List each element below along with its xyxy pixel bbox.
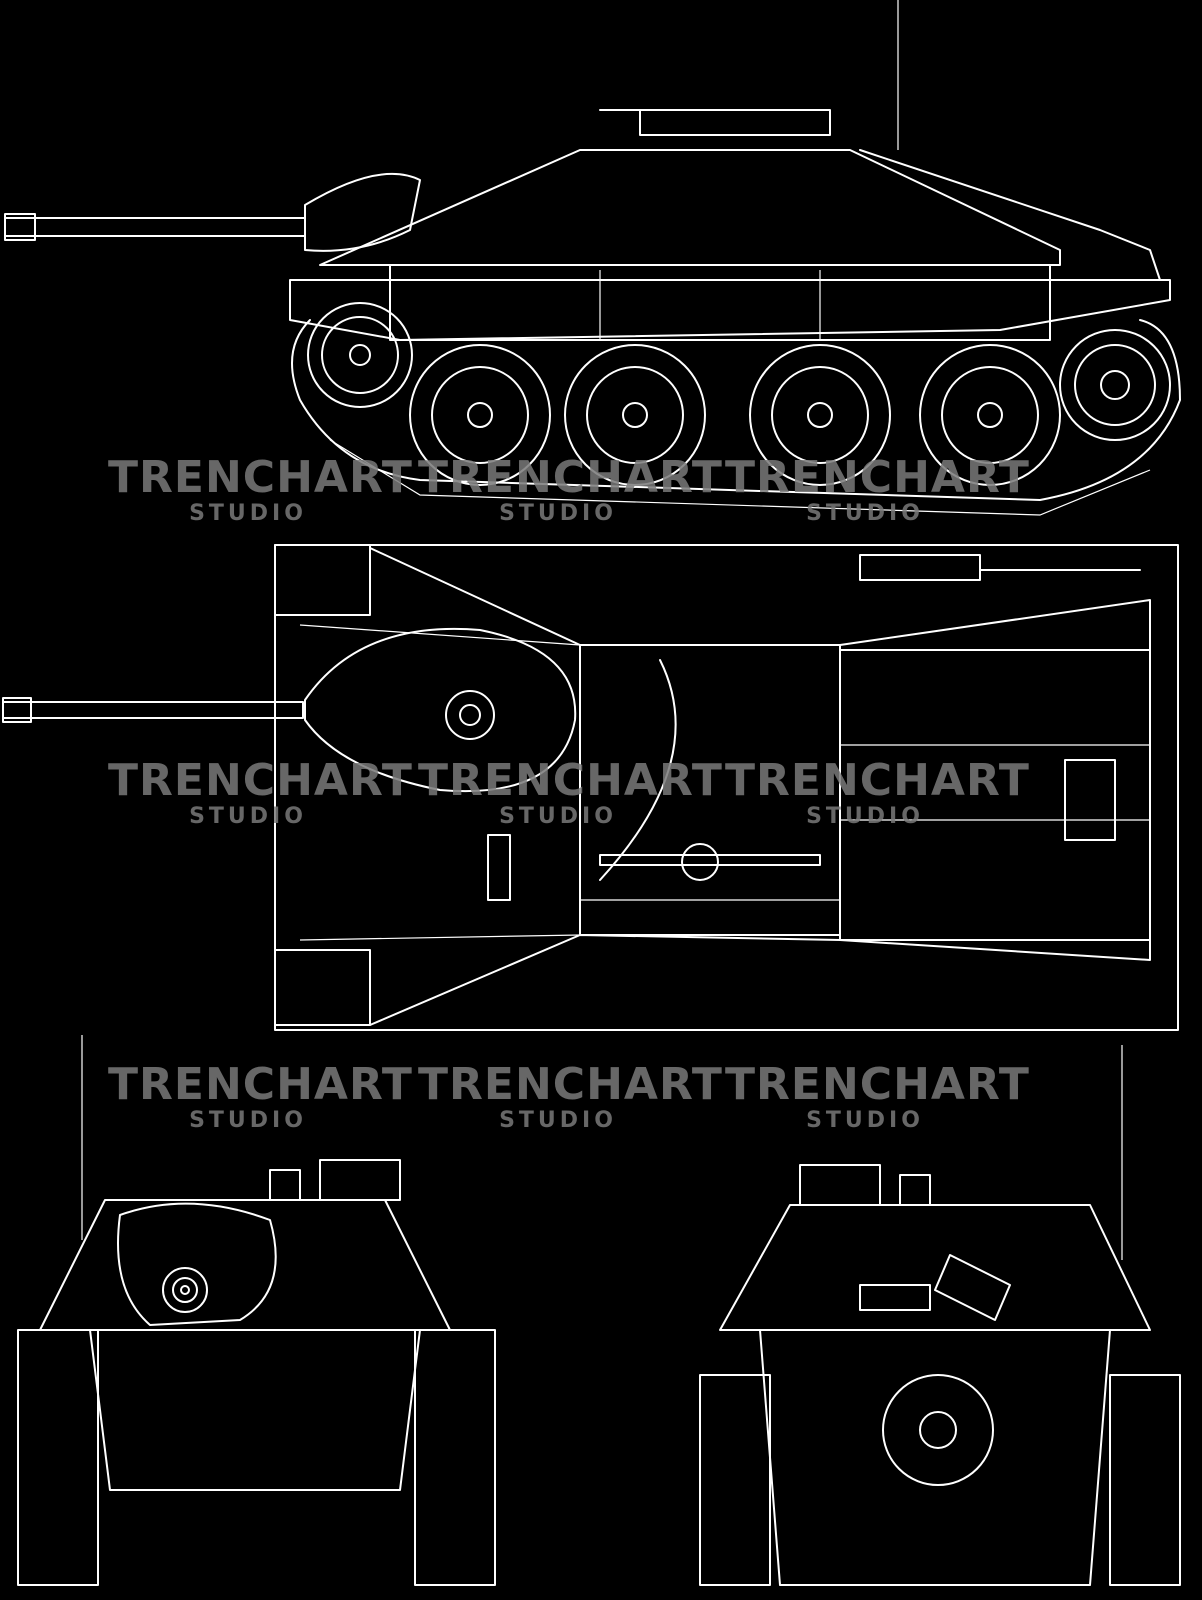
hull-outline [274,544,1179,1031]
watermark-brand: TRENCHART [418,755,723,806]
watermark-sub: STUDIO [189,1108,307,1133]
watermark-sub: STUDIO [806,804,924,829]
rear-exhaust [934,1254,1011,1321]
watermark-brand: TRENCHART [418,1059,723,1110]
watermark: TRENCHART STUDIO [418,1059,723,1134]
rear-superstructure [719,1204,1151,1331]
watermark-sub: STUDIO [499,804,617,829]
watermark-sub: STUDIO [189,804,307,829]
watermark: TRENCHART STUDIO [108,755,413,830]
drive-sprocket [307,302,413,408]
track [291,319,1181,501]
gun-barrel [4,217,306,237]
road-wheels [409,344,1061,486]
watermark-sub: STUDIO [189,501,307,526]
watermark-sub: STUDIO [806,501,924,526]
watermark-brand: TRENCHART [725,755,1030,806]
rear-view [699,1045,1181,1586]
gun-mantlet [304,172,421,252]
mg-top [599,854,821,866]
machine-gun [639,109,831,136]
watermark-brand: TRENCHART [108,452,413,503]
watermark: TRENCHART STUDIO [725,755,1030,830]
watermark: TRENCHART STUDIO [725,452,1030,527]
rear-tracks [699,1374,1181,1586]
watermark-sub: STUDIO [499,1108,617,1133]
superstructure [319,149,1061,266]
watermark-sub: STUDIO [806,1108,924,1133]
watermark-brand: TRENCHART [108,755,413,806]
gun-barrel-top [2,701,304,719]
side-view [4,0,1181,516]
watermark-sub: STUDIO [499,501,617,526]
lower-hull [289,279,1171,341]
watermark-brand: TRENCHART [725,1059,1030,1110]
rear-hatch [882,1374,994,1486]
engine-grille [1064,759,1116,841]
front-mantlet [117,1202,277,1326]
rear-grille [859,1284,931,1311]
watermark-brand: TRENCHART [108,1059,413,1110]
top-view [2,544,1179,1031]
front-superstructure [39,1199,451,1331]
watermark-brand: TRENCHART [418,452,723,503]
watermark: TRENCHART STUDIO [725,1059,1030,1134]
watermark-brand: TRENCHART [725,452,1030,503]
front-tracks [17,1329,496,1586]
watermark: TRENCHART STUDIO [108,1059,413,1134]
mantlet-top [304,627,577,793]
watermark: TRENCHART STUDIO [418,452,723,527]
watermark: TRENCHART STUDIO [418,755,723,830]
watermark: TRENCHART STUDIO [108,452,413,527]
front-view [17,1035,496,1586]
idler-wheel [1059,329,1171,441]
